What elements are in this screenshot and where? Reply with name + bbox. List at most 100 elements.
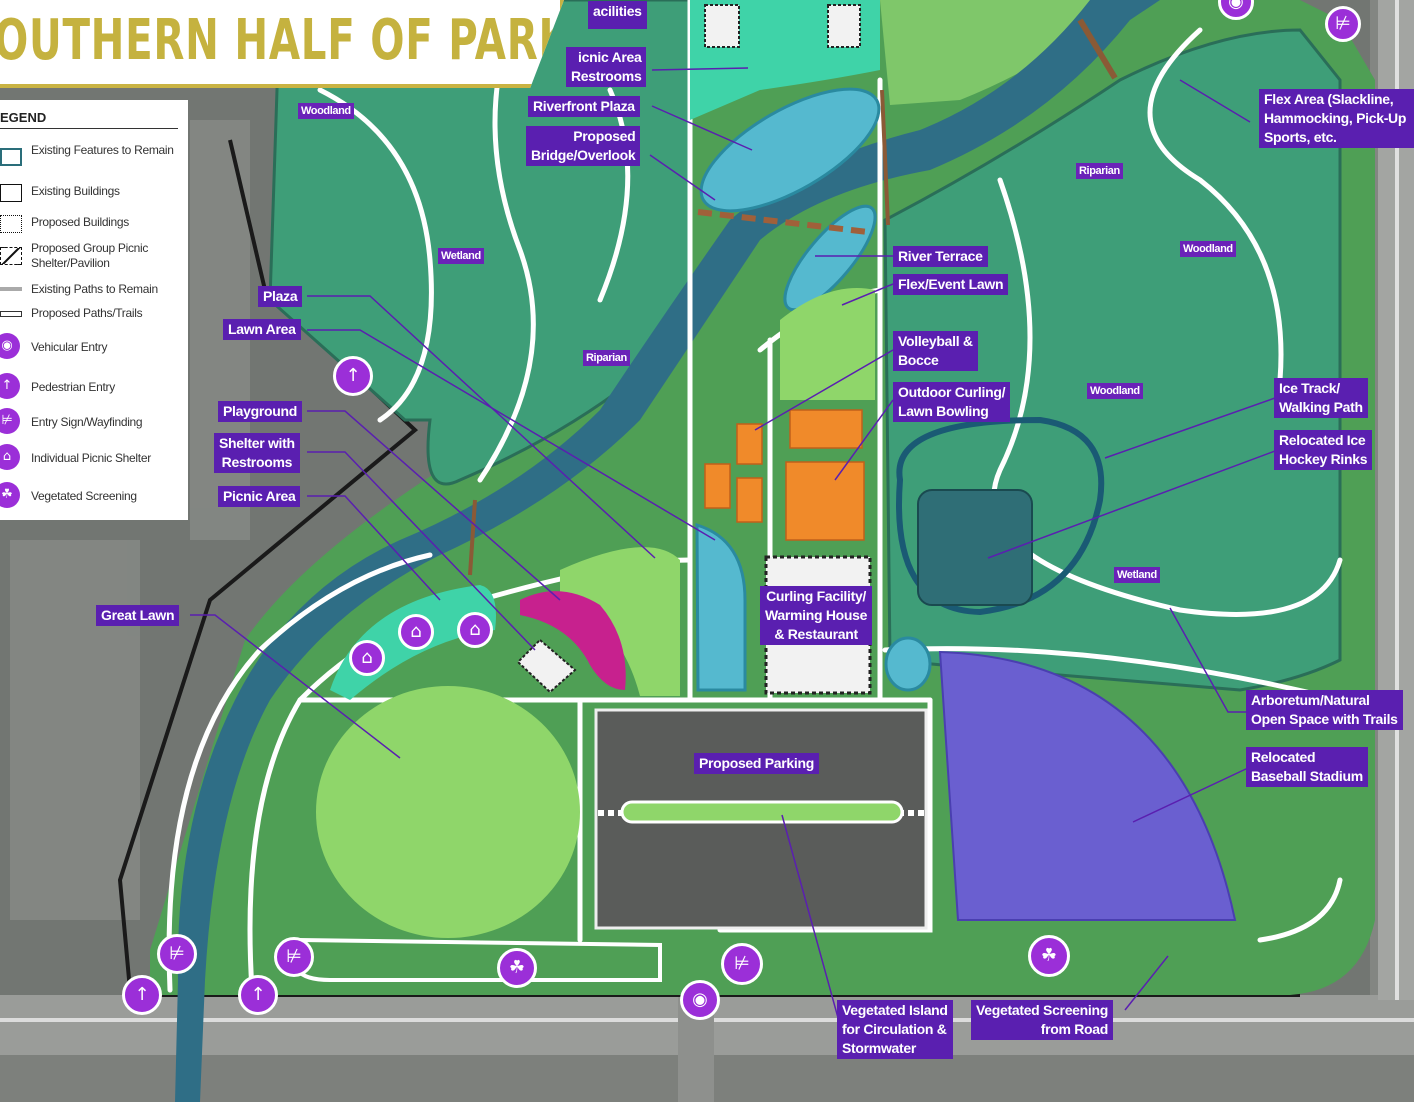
page-title: OUTHERN HALF OF PARK bbox=[0, 8, 571, 73]
callout-vegetated-island: Vegetated Island for Circulation & Storm… bbox=[837, 1000, 953, 1059]
white-line-icon bbox=[0, 311, 22, 317]
callout-text: Ice Track/ bbox=[1279, 380, 1340, 396]
callout-text: Open Space with Trails bbox=[1251, 711, 1398, 727]
callout-flex-event-lawn: Flex/Event Lawn bbox=[893, 274, 1009, 295]
callout-text: Proposed bbox=[573, 128, 636, 144]
callout-text: Baseball Stadium bbox=[1251, 768, 1363, 784]
black-box-icon bbox=[0, 184, 22, 202]
picnic-shelter-icon: ⌂ bbox=[0, 444, 20, 470]
pavilion-icon bbox=[0, 247, 22, 265]
callout-text: Restrooms bbox=[221, 454, 293, 470]
gray-line-icon bbox=[0, 287, 22, 291]
signpost-icon: ⊭ bbox=[274, 937, 314, 977]
callout-curling-facility: Curling Facility/ Warming House & Restau… bbox=[760, 586, 873, 645]
callout-text: Curling Facility/ bbox=[766, 588, 867, 604]
callout-text: Restrooms bbox=[571, 68, 642, 84]
signpost-icon: ⊭ bbox=[721, 943, 763, 985]
legend-divider bbox=[0, 128, 178, 129]
callout-text: & Restaurant bbox=[774, 626, 858, 642]
callout-ice-track: Ice Track/ Walking Path bbox=[1274, 378, 1368, 418]
callout-great-lawn: Great Lawn bbox=[96, 605, 180, 626]
callout-relocated-ice-rinks: Relocated Ice Hockey Rinks bbox=[1274, 430, 1373, 470]
callout-text: Arboretum/Natural bbox=[1251, 692, 1370, 708]
callout-text: acilities bbox=[593, 3, 642, 19]
callout-vegetated-screening: Vegetated Screening from Road bbox=[971, 1000, 1114, 1040]
legend-label: Existing Features to Remain bbox=[31, 143, 174, 157]
walker-icon: ↑ bbox=[0, 373, 20, 399]
callout-text: icnic Area bbox=[578, 49, 642, 65]
dotted-box-icon bbox=[0, 215, 22, 233]
legend-label: Existing Paths to Remain bbox=[31, 282, 158, 296]
callout-plaza: Plaza bbox=[258, 286, 303, 307]
callout-text: Warming House bbox=[765, 607, 868, 623]
callout-text: from Road bbox=[1040, 1021, 1109, 1037]
page-title-banner: OUTHERN HALF OF PARK bbox=[0, 0, 564, 88]
callout-text: for Circulation & bbox=[842, 1021, 947, 1037]
callout-text: Shelter with bbox=[219, 435, 295, 451]
habitat-tag: Wetland bbox=[438, 248, 484, 264]
callout-playground: Playground bbox=[218, 401, 303, 422]
habitat-tag: Riparian bbox=[1076, 163, 1123, 179]
legend-label: Individual Picnic Shelter bbox=[31, 451, 151, 465]
callout-text: Hockey Rinks bbox=[1279, 451, 1368, 467]
callout-text: Vegetated Island bbox=[842, 1002, 948, 1018]
callout-riverfront-plaza: Riverfront Plaza bbox=[528, 96, 640, 117]
callout-proposed-bridge: Proposed Bridge/Overlook bbox=[526, 126, 641, 166]
callout-text: Bocce bbox=[898, 352, 939, 368]
callout-text: Stormwater bbox=[842, 1040, 917, 1056]
vegetation-icon: ☘ bbox=[0, 482, 20, 508]
callout-text: Flex Area (Slackline, bbox=[1264, 91, 1394, 107]
callout-outdoor-curling: Outdoor Curling/ Lawn Bowling bbox=[893, 382, 1011, 422]
vegetation-icon: ☘ bbox=[1028, 935, 1070, 977]
walker-icon: ↑ bbox=[122, 975, 162, 1015]
callout-text: Relocated bbox=[1251, 749, 1316, 765]
legend-label: Pedestrian Entry bbox=[31, 380, 115, 394]
callout-text: Volleyball & bbox=[898, 333, 973, 349]
callout-text: Bridge/Overlook bbox=[531, 147, 636, 163]
habitat-tag: Riparian bbox=[583, 350, 630, 366]
callout-text: Outdoor Curling/ bbox=[898, 384, 1006, 400]
signpost-icon: ⊭ bbox=[157, 934, 197, 974]
picnic-shelter-icon: ⌂ bbox=[457, 612, 493, 648]
callout-baseball-stadium: Relocated Baseball Stadium bbox=[1246, 747, 1368, 787]
callout-arboretum: Arboretum/Natural Open Space with Trails bbox=[1246, 690, 1403, 730]
callout-text: Relocated Ice bbox=[1279, 432, 1366, 448]
vegetation-icon: ☘ bbox=[497, 948, 537, 988]
callout-picnic-area: Picnic Area bbox=[218, 486, 301, 507]
map-legend: EGEND Existing Features to Remain Existi… bbox=[0, 100, 188, 520]
signpost-icon: ⊭ bbox=[0, 408, 20, 434]
callout-proposed-parking: Proposed Parking bbox=[694, 753, 820, 774]
legend-label: Vehicular Entry bbox=[31, 340, 108, 354]
callout-text: Sports, etc. bbox=[1264, 129, 1337, 145]
legend-label: Entry Sign/Wayfinding bbox=[31, 415, 143, 429]
outline-box-icon bbox=[0, 148, 22, 166]
callout-facilities: acilities bbox=[588, 1, 647, 29]
picnic-shelter-icon: ⌂ bbox=[398, 614, 434, 650]
walker-icon: ↑ bbox=[238, 975, 278, 1015]
signpost-icon: ⊭ bbox=[1325, 6, 1361, 42]
legend-label: Vegetated Screening bbox=[31, 489, 137, 503]
car-icon: ◉ bbox=[1218, 0, 1254, 20]
callout-text: Lawn Bowling bbox=[898, 403, 989, 419]
legend-label: Existing Buildings bbox=[31, 184, 120, 198]
callout-flex-area: Flex Area (Slackline, Hammocking, Pick-U… bbox=[1259, 89, 1414, 148]
legend-label: Proposed Group Picnic Shelter/Pavilion bbox=[31, 241, 149, 270]
callout-text: Walking Path bbox=[1279, 399, 1363, 415]
callout-volleyball-bocce: Volleyball & Bocce bbox=[893, 331, 978, 371]
callout-text: Hammocking, Pick-Up bbox=[1264, 110, 1407, 126]
legend-heading: EGEND bbox=[0, 110, 47, 125]
habitat-tag: Woodland bbox=[1087, 383, 1143, 399]
callout-text: Vegetated Screening bbox=[976, 1002, 1109, 1018]
callout-shelter-restrooms: Shelter with Restrooms bbox=[214, 433, 300, 473]
car-icon: ◉ bbox=[680, 980, 720, 1020]
legend-label: Proposed Buildings bbox=[31, 215, 130, 229]
car-icon: ◉ bbox=[0, 333, 20, 359]
habitat-tag: Woodland bbox=[298, 103, 354, 119]
callout-river-terrace: River Terrace bbox=[893, 246, 988, 267]
picnic-shelter-icon: ⌂ bbox=[349, 640, 385, 676]
habitat-tag: Woodland bbox=[1180, 241, 1236, 257]
habitat-tag: Wetland bbox=[1114, 567, 1160, 583]
callout-lawn-area: Lawn Area bbox=[223, 319, 301, 340]
legend-label: Proposed Paths/Trails bbox=[31, 306, 143, 320]
